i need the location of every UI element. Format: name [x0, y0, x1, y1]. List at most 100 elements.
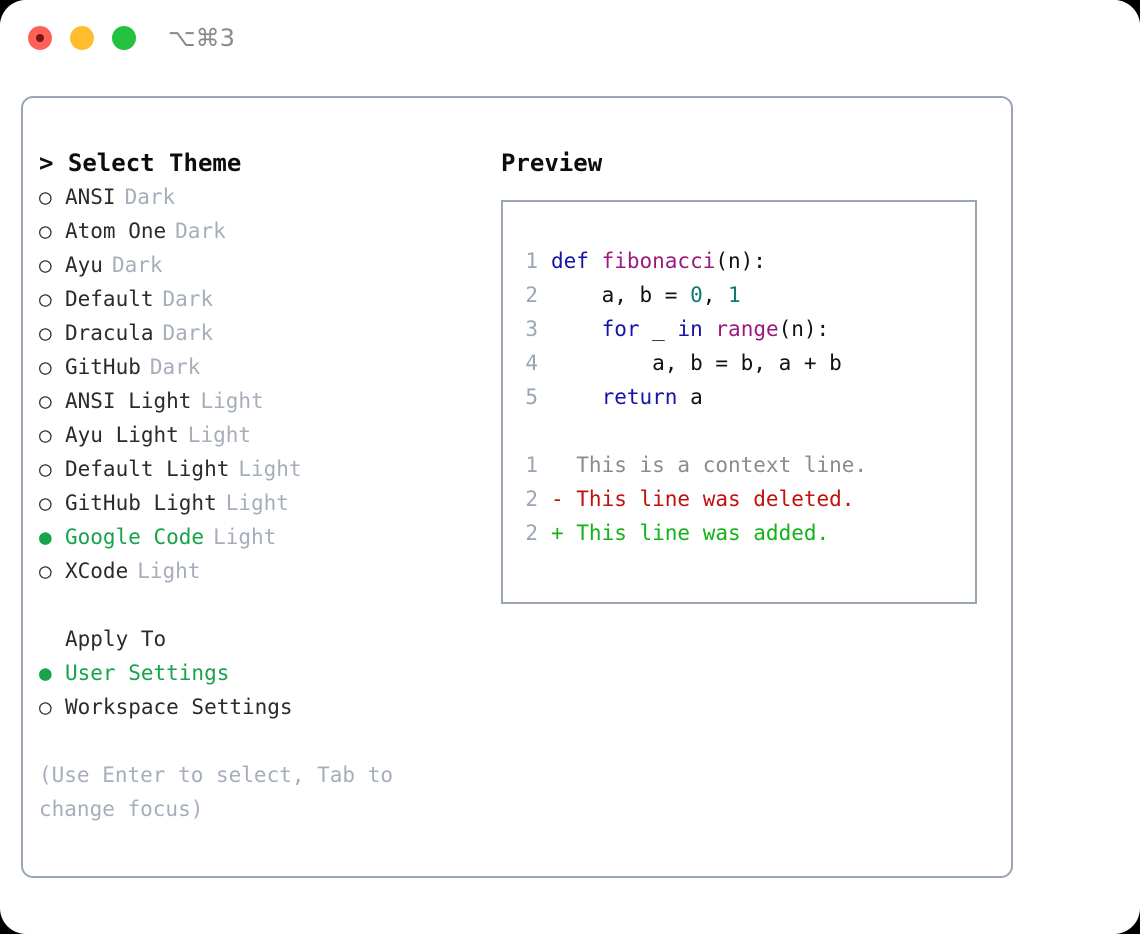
theme-option-category: Light	[238, 457, 302, 481]
theme-option-category: Dark	[111, 253, 163, 277]
code-line: 5 return a	[503, 380, 975, 414]
line-number: 1	[525, 249, 538, 273]
theme-option-label: Google Code	[65, 525, 205, 549]
minimize-button[interactable]	[70, 26, 94, 50]
theme-option-label: Ayu	[65, 253, 103, 277]
title-bar: ⌥⌘3	[0, 0, 1140, 78]
code-token-num: 0	[690, 283, 703, 307]
code-line: 3 for _ in range(n):	[503, 312, 975, 346]
diff-text: This is a context line.	[551, 453, 868, 477]
section-spacer	[39, 588, 489, 622]
theme-option-category: Light	[187, 423, 252, 447]
theme-option-label: Atom One	[65, 219, 167, 243]
theme-option-github-light[interactable]: ○ GitHub Light Light	[39, 486, 489, 520]
theme-option-category: Light	[137, 559, 201, 583]
code-line: 1 def fibonacci(n):	[503, 244, 975, 278]
code-token-kw: def	[551, 249, 602, 273]
diff-sample: 1 This is a context line. 2 - This line wa…	[503, 448, 975, 550]
radio-unselected-icon: ○	[39, 355, 52, 379]
code-token-fn: range	[715, 317, 779, 341]
code-token-kw: in	[677, 317, 703, 341]
theme-option-default-light[interactable]: ○ Default Light Light	[39, 452, 489, 486]
theme-option-label: ANSI	[65, 185, 116, 209]
apply-to-option-label: User Settings	[65, 661, 230, 685]
theme-option-category: Dark	[124, 185, 176, 209]
code-token-pl: ,	[702, 283, 729, 307]
radio-unselected-icon: ○	[39, 491, 52, 515]
theme-option-ansi[interactable]: ○ ANSI Dark	[39, 180, 489, 214]
radio-unselected-icon: ○	[39, 185, 52, 209]
theme-option-dracula[interactable]: ○ Dracula Dark	[39, 316, 489, 350]
keyboard-hint-text: (Use Enter to select, Tab to change focu…	[39, 763, 394, 821]
radio-unselected-icon: ○	[39, 559, 52, 583]
theme-option-label: Dracula	[65, 321, 154, 345]
theme-option-ansi-light[interactable]: ○ ANSI Light Light	[39, 384, 489, 418]
code-token-fn: fibonacci	[601, 249, 716, 273]
code-text: for _ in range(n):	[551, 312, 830, 346]
code-text: a, b = b, a + b	[551, 346, 842, 380]
code-token-pl: (n):	[715, 249, 766, 273]
code-text: return a	[551, 380, 703, 414]
apply-to-option-label: Workspace Settings	[65, 695, 293, 719]
diff-line-del: 2 - This line was deleted.	[503, 482, 975, 516]
code-token-pl	[703, 317, 716, 341]
theme-option-ayu[interactable]: ○ Ayu Dark	[39, 248, 489, 282]
apply-to-list: ● User Settings ○ Workspace Settings	[39, 656, 489, 724]
theme-option-category: Dark	[149, 355, 201, 379]
line-number: 3	[525, 317, 538, 341]
theme-option-label: GitHub	[65, 355, 141, 379]
radio-unselected-icon: ○	[39, 389, 52, 413]
radio-unselected-icon: ○	[39, 219, 52, 243]
code-text: def fibonacci(n):	[551, 244, 766, 278]
theme-option-category: Light	[200, 389, 264, 413]
line-number: 4	[525, 351, 538, 375]
diff-text: - This line was deleted.	[551, 487, 855, 511]
diff-line-ctx: 1 This is a context line.	[503, 448, 975, 482]
radio-unselected-icon: ○	[39, 287, 52, 311]
theme-option-category: Light	[225, 491, 289, 515]
theme-option-github[interactable]: ○ GitHub Dark	[39, 350, 489, 384]
apply-to-heading: Apply To	[65, 627, 167, 651]
theme-option-category: Dark	[175, 219, 226, 243]
diff-text: + This line was added.	[551, 521, 830, 545]
code-token-pl: (n):	[778, 317, 830, 341]
zoom-button[interactable]	[112, 26, 136, 50]
theme-option-label: Ayu Light	[65, 423, 179, 447]
code-token-pl: a, b = b, a + b	[551, 351, 842, 375]
theme-option-category: Dark	[162, 321, 214, 345]
line-number: 2	[525, 487, 538, 511]
apply-to-option-workspace-settings[interactable]: ○ Workspace Settings	[39, 690, 489, 724]
radio-unselected-icon: ○	[39, 695, 52, 719]
code-line: 4 a, b = b, a + b	[503, 346, 975, 380]
theme-option-label: ANSI Light	[65, 389, 192, 413]
line-number: 5	[525, 385, 538, 409]
keyboard-shortcut-label: ⌥⌘3	[168, 24, 235, 52]
radio-unselected-icon: ○	[39, 321, 52, 345]
theme-option-label: GitHub Light	[65, 491, 217, 515]
theme-option-label: Default	[65, 287, 154, 311]
close-button[interactable]	[28, 26, 52, 50]
preview-heading: Preview	[501, 149, 603, 177]
line-number: 2	[525, 283, 538, 307]
line-number: 2	[525, 521, 538, 545]
theme-option-label: Default Light	[65, 457, 230, 481]
code-token-pl: a, b =	[551, 283, 691, 307]
line-number: 1	[525, 453, 538, 477]
code-line: 2 a, b = 0, 1	[503, 278, 975, 312]
radio-selected-icon: ●	[39, 661, 52, 685]
diff-line-add: 2 + This line was added.	[503, 516, 975, 550]
theme-option-atom-one[interactable]: ○ Atom One Dark	[39, 214, 489, 248]
apply-to-option-user-settings[interactable]: ● User Settings	[39, 656, 489, 690]
radio-unselected-icon: ○	[39, 253, 52, 277]
radio-unselected-icon: ○	[39, 457, 52, 481]
